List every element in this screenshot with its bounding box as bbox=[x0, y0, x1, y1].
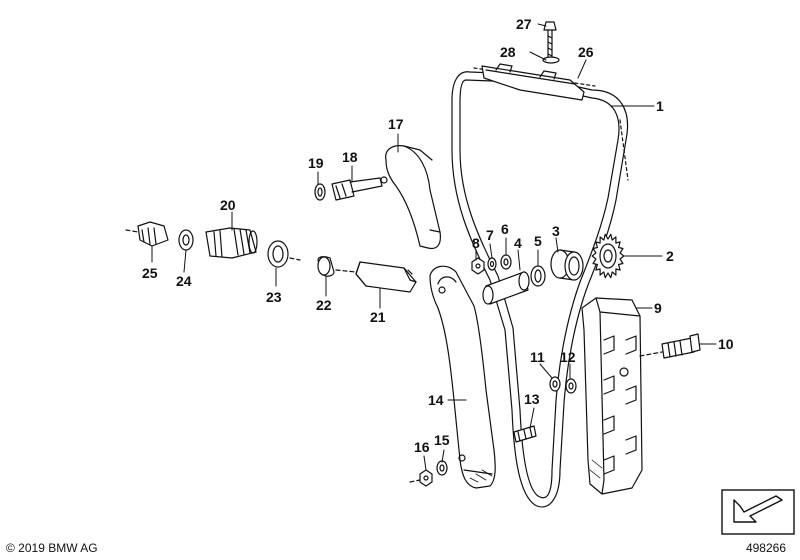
bushing-4 bbox=[482, 271, 530, 305]
callout-8: 8 bbox=[472, 235, 480, 251]
callout-27: 27 bbox=[516, 16, 532, 32]
seal-ring-24 bbox=[178, 229, 194, 251]
callout-17: 17 bbox=[388, 116, 404, 132]
washer-12 bbox=[565, 378, 577, 394]
tensioner-screw-20 bbox=[205, 227, 258, 259]
callout-15: 15 bbox=[434, 432, 450, 448]
callout-22: 22 bbox=[316, 297, 332, 313]
nut-8 bbox=[471, 257, 485, 275]
leader-lines bbox=[151, 23, 717, 471]
callout-2: 2 bbox=[666, 248, 674, 264]
upper-chain-guide bbox=[481, 63, 585, 101]
guide-rail-14 bbox=[429, 265, 496, 489]
callout-18: 18 bbox=[342, 149, 358, 165]
callout-20: 20 bbox=[220, 197, 236, 213]
callout-12: 12 bbox=[560, 349, 576, 365]
callout-16: 16 bbox=[414, 439, 430, 455]
callout-24: 24 bbox=[176, 273, 192, 289]
callout-7: 7 bbox=[486, 227, 494, 243]
washer-28 bbox=[542, 56, 560, 64]
callout-10: 10 bbox=[718, 336, 734, 352]
callout-19: 19 bbox=[308, 155, 324, 171]
nut-16 bbox=[409, 469, 433, 487]
tensioner-rail-17 bbox=[380, 145, 441, 250]
washer-19 bbox=[314, 183, 326, 201]
next-arrow-icon[interactable] bbox=[721, 489, 795, 535]
callout-3: 3 bbox=[552, 223, 560, 239]
callout-1: 1 bbox=[656, 98, 664, 114]
plunger-21 bbox=[335, 261, 417, 293]
callout-14: 14 bbox=[428, 392, 444, 408]
copyright-text: © 2019 BMW AG bbox=[6, 541, 98, 555]
bolt-10 bbox=[639, 333, 701, 359]
callout-25: 25 bbox=[142, 265, 158, 281]
callout-21: 21 bbox=[370, 309, 386, 325]
callout-11: 11 bbox=[530, 349, 545, 365]
callout-labels: 27 28 26 1 17 19 18 20 25 24 23 22 21 8 … bbox=[142, 16, 734, 455]
pin-18 bbox=[331, 177, 383, 201]
callout-9: 9 bbox=[654, 300, 662, 316]
piston-22 bbox=[317, 256, 335, 277]
callout-28: 28 bbox=[500, 44, 516, 60]
washer-15 bbox=[436, 460, 448, 476]
washer-6 bbox=[500, 254, 512, 270]
sprocket-2 bbox=[591, 233, 625, 279]
bolt-27 bbox=[543, 21, 557, 63]
ring-5 bbox=[530, 265, 546, 287]
document-number: 498266 bbox=[745, 541, 786, 555]
callout-5: 5 bbox=[534, 233, 542, 249]
washer-7 bbox=[487, 257, 497, 271]
seal-ring-23 bbox=[267, 240, 301, 268]
pin-13 bbox=[513, 425, 537, 443]
callout-6: 6 bbox=[501, 221, 509, 237]
washer-11 bbox=[549, 376, 561, 392]
guide-rail-9 bbox=[581, 297, 643, 495]
callout-23: 23 bbox=[266, 289, 282, 305]
callout-26: 26 bbox=[578, 44, 594, 60]
plug-25 bbox=[125, 221, 169, 247]
bearing-3 bbox=[550, 249, 584, 281]
callout-4: 4 bbox=[514, 235, 522, 251]
callout-13: 13 bbox=[524, 391, 540, 407]
